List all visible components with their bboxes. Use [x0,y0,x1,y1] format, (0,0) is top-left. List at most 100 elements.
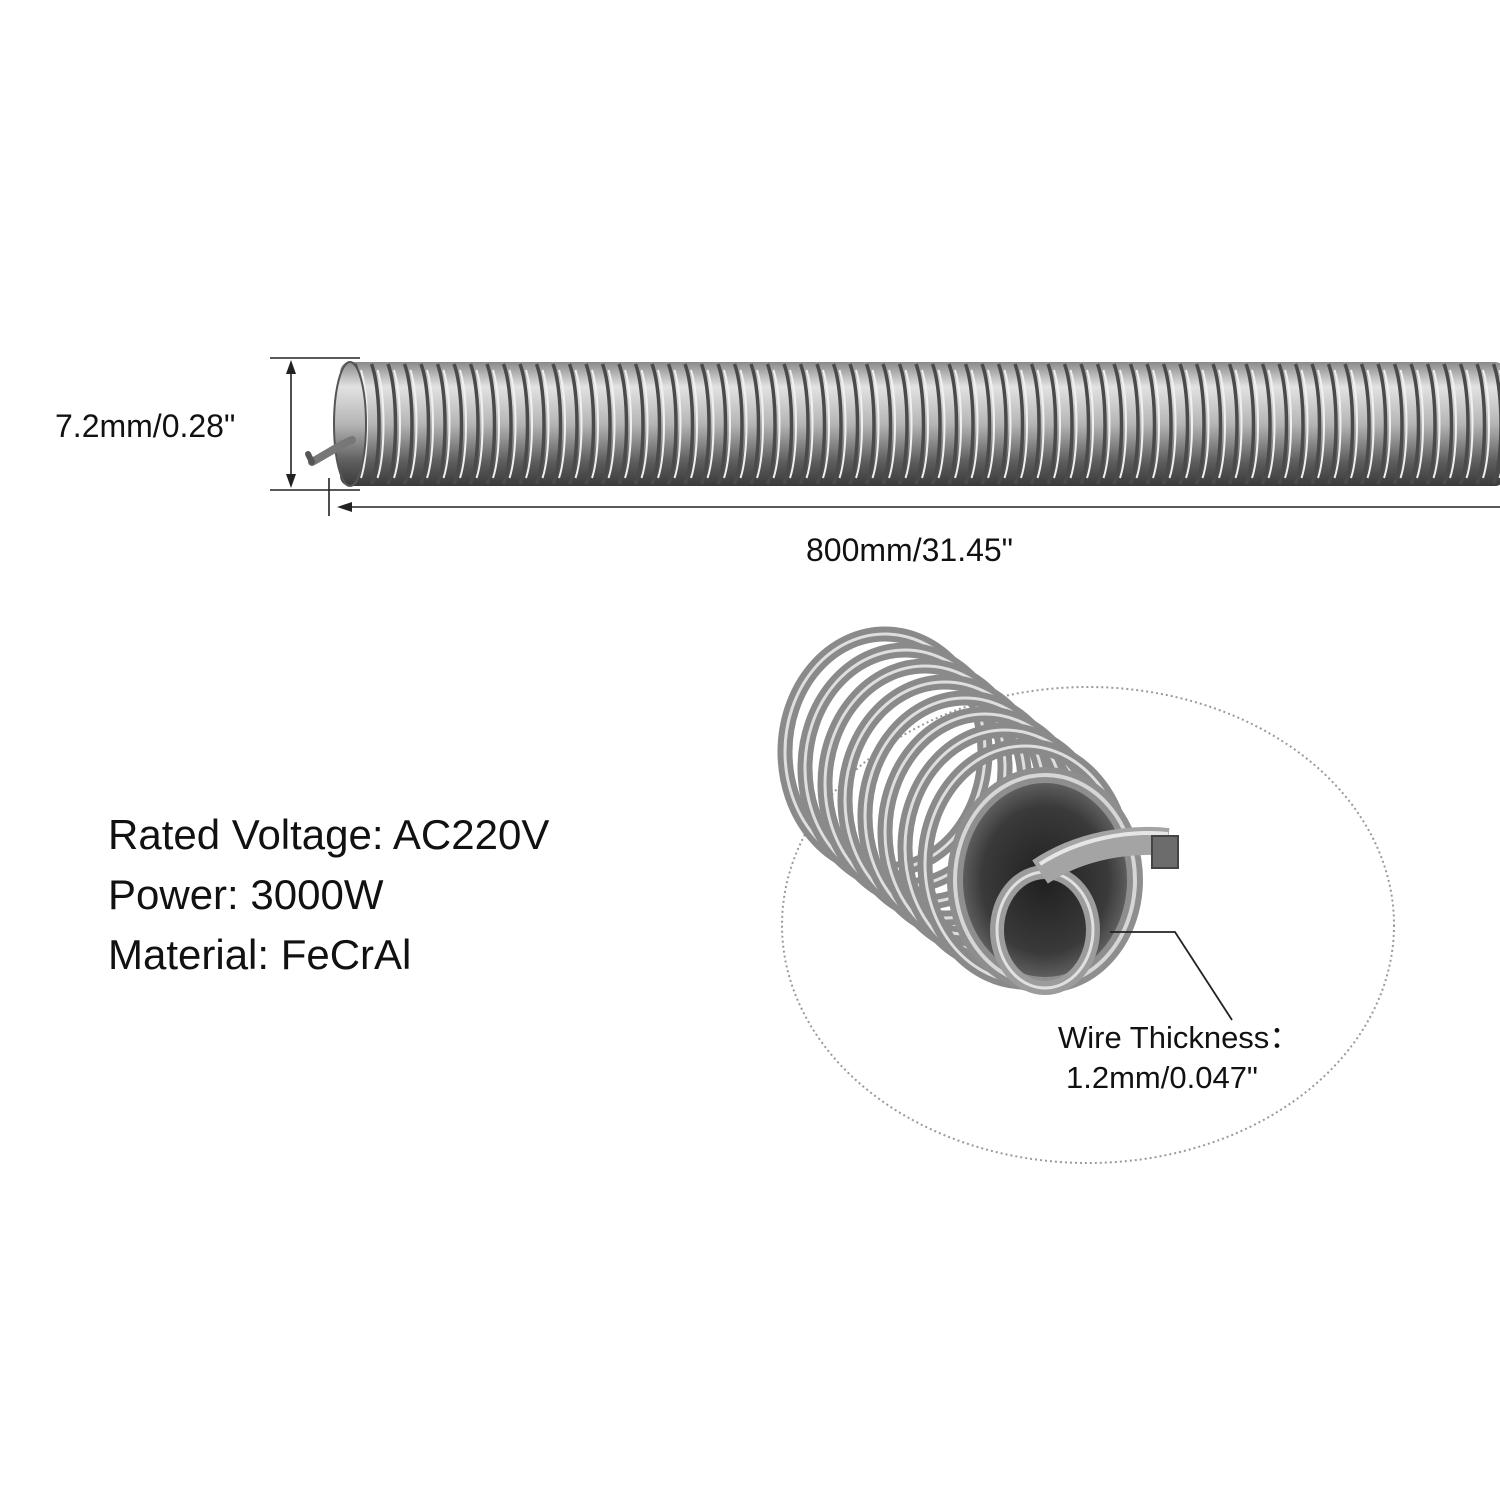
coil-turn [1128,363,1140,485]
coil-turn-highlight [376,369,385,479]
wire-thickness-value: 1.2mm/0.047" [1066,1060,1258,1095]
coil-turn [1046,363,1058,485]
coil-turn [1178,363,1190,485]
coil-turn [980,363,992,485]
coil-turn-highlight [1300,369,1309,479]
coil-turn-highlight [1267,369,1276,479]
coil-turn [930,363,942,485]
spec-voltage: Rated Voltage: AC220V [108,811,550,858]
coil-turn [468,363,480,485]
coil-turn [567,363,579,485]
coil-turn [1029,363,1041,485]
coil-turn-highlight [1218,369,1226,479]
coil-turn-highlight [607,369,616,479]
coil-turn [1491,363,1500,485]
coil-turn [683,363,695,485]
coil-turn [534,363,546,485]
coil-turn-highlight [1251,369,1259,479]
coil-turn-highlight [805,369,814,479]
coil-turn [1013,363,1025,485]
coil-turn-highlight [492,369,500,479]
coil-turn [1112,363,1124,485]
coil-turn-highlight [1086,369,1094,479]
coil-turn-highlight [1284,369,1292,479]
coil-turn-highlight [1168,369,1177,479]
coil-turn-highlight [1317,369,1325,479]
coil-turn [369,363,381,485]
coil-turn [1458,363,1470,485]
coil-turn [1260,363,1272,485]
coil-turn [732,363,744,485]
coil-turn-highlight [838,369,847,479]
coil-turn [600,363,612,485]
spec-power: Power: 3000W [108,871,384,918]
coil-turn [963,363,975,485]
coil-turn-highlight [970,369,979,479]
spec-list: Rated Voltage: AC220V Power: 3000W Mater… [108,805,549,985]
coil-turn [1277,363,1289,485]
zoom-circle [781,686,1395,1164]
coil-turn [782,363,794,485]
coil-turn [864,363,876,485]
closeup-coil [777,626,1179,995]
coil-turn [386,363,398,485]
coil-turn-highlight [1201,369,1210,479]
coil-turn [897,363,909,485]
coil-turn [617,363,629,485]
coil-turn-highlight [1119,369,1127,479]
coil-turn [1244,363,1256,485]
coil-turn-highlight [1465,369,1474,479]
coil-turn [1194,363,1206,485]
coil-turn-highlight [1399,369,1408,479]
coil-turn [435,363,447,485]
coil-turn [1475,363,1487,485]
coil-turn-highlight [525,369,533,479]
length-dimension [328,478,1500,516]
coil-turn-highlight [574,369,583,479]
coil-turn-highlight [1185,369,1193,479]
coil-turn-highlight [1383,369,1391,479]
coil-turn [518,363,530,485]
coil-turn-highlight [1416,369,1424,479]
wire-thickness-callout: Wire Thickness： 1.2mm/0.047" [1058,1018,1300,1098]
coil-turns [353,363,1500,485]
coil-turn-highlight [822,369,830,479]
coil-turn-highlight [475,369,484,479]
coil-turn-highlight [871,369,880,479]
coil-turn-highlight [1333,369,1342,479]
coil-turn [1392,363,1404,485]
wire-leader-line [1110,931,1233,1021]
coil-turn [1343,363,1355,485]
long-coil [305,361,1500,487]
coil-turn [831,363,843,485]
coil-turn [716,363,728,485]
coil-turn [650,363,662,485]
coil-turn [419,363,431,485]
coil-turn [1376,363,1388,485]
coil-turn-highlight [888,369,896,479]
coil-turn-highlight [706,369,715,479]
coil-turn-highlight [954,369,962,479]
coil-turn [1293,363,1305,485]
coil-turn [1359,363,1371,485]
coil-turn-highlight [739,369,748,479]
coil-turn [633,363,645,485]
coil-turn [1425,363,1437,485]
coil-turn [815,363,827,485]
coil-turn [666,363,678,485]
coil-turn [1227,363,1239,485]
coil-turn [1079,363,1091,485]
spec-material: Material: FeCrAl [108,931,412,978]
coil-turn [699,363,711,485]
coil-turn [584,363,596,485]
coil-turn [749,363,761,485]
coil-turn-highlight [1053,369,1061,479]
coil-turn-highlight [1234,369,1243,479]
coil-turn-highlight [459,369,467,479]
coil-turn-highlight [921,369,929,479]
coil-turn [765,363,777,485]
coil-turn-highlight [904,369,913,479]
coil-turn [1326,363,1338,485]
coil-turn-highlight [591,369,599,479]
coil-turn [485,363,497,485]
